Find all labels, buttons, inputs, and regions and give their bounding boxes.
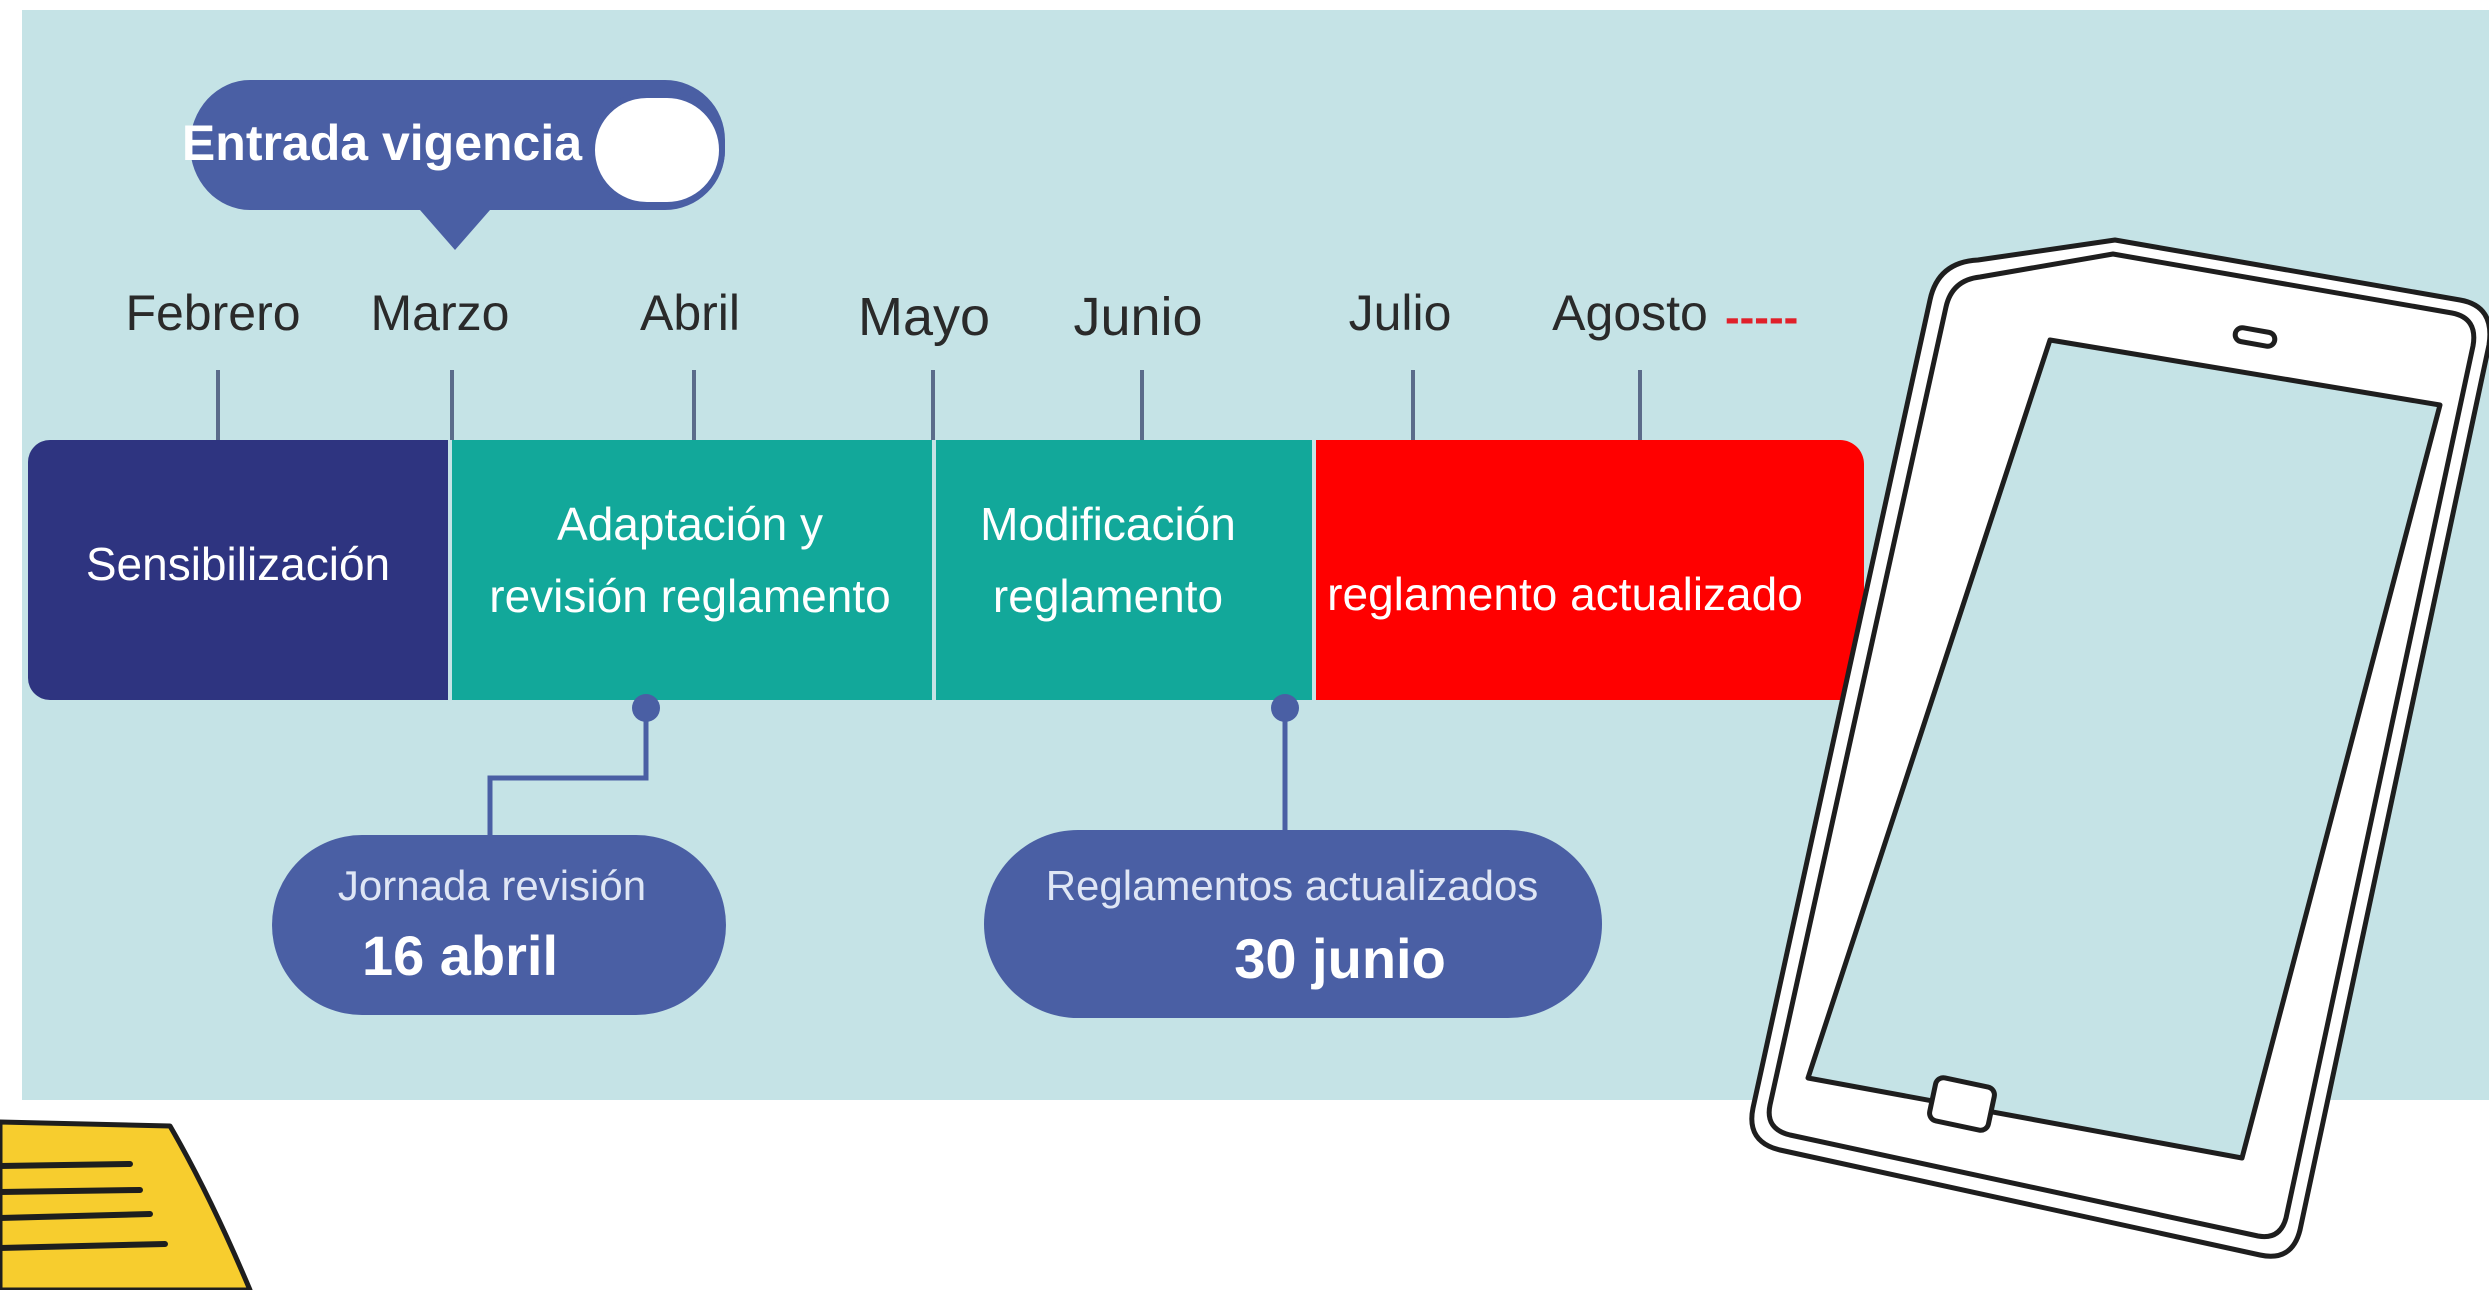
month-label: Abril	[640, 285, 740, 341]
phase-block-actualizado	[1316, 440, 1864, 700]
month-label: Mayo	[858, 287, 990, 347]
tablet-body-inner-edge	[1766, 251, 2477, 1240]
milestone-bubble: Reglamentos actualizados 30 junio	[984, 830, 1602, 1018]
entry-badge-label: Entrada vigencia	[182, 115, 583, 171]
month-label: Junio	[1073, 287, 1202, 347]
milestone-date: 30 junio	[1234, 927, 1446, 990]
milestone-line	[487, 708, 649, 840]
milestone-bubble-shape	[984, 830, 1602, 1018]
phase-label: revisión reglamento	[489, 570, 890, 622]
phase-bar: Sensibilización Adaptación y revisión re…	[28, 440, 1864, 700]
milestone-connector	[487, 694, 660, 840]
document-icon	[0, 1119, 253, 1290]
tablet-icon	[1749, 237, 2489, 1259]
phase-block-adaptacion	[452, 440, 932, 700]
document-line	[0, 1211, 153, 1221]
tablet-home-button	[1927, 1075, 1997, 1133]
milestone-date: 16 abril	[362, 924, 558, 987]
milestone-bubble-shape	[272, 835, 726, 1015]
milestone-connector	[1271, 694, 1299, 830]
document-line	[0, 1161, 133, 1169]
month-label: Agosto	[1552, 285, 1708, 341]
document-sheet	[0, 1119, 253, 1290]
phase-label: Modificación	[980, 498, 1236, 550]
document-line	[0, 1241, 168, 1251]
entry-badge: Entrada vigencia	[182, 80, 725, 250]
continuation-marker: -----	[1725, 293, 1798, 342]
phase-label: reglamento actualizado	[1327, 568, 1803, 620]
milestone-bubble: Jornada revisión 16 abril	[272, 835, 726, 1015]
milestone-caption: Jornada revisión	[338, 862, 646, 909]
phase-label: reglamento	[993, 570, 1223, 622]
month-labels: Febrero Marzo Abril Mayo Junio Julio Ago…	[125, 285, 1798, 347]
entry-badge-bubble	[190, 80, 725, 250]
entry-toggle-knob	[589, 92, 725, 208]
phase-label: Adaptación y	[557, 498, 823, 550]
document-line	[0, 1187, 143, 1195]
phase-block-modificacion	[936, 440, 1312, 700]
phase-label: Sensibilización	[86, 538, 390, 590]
month-label: Febrero	[125, 285, 300, 341]
tablet-speaker	[2232, 325, 2278, 349]
document-lines	[0, 1161, 168, 1251]
milestone-caption: Reglamentos actualizados	[1046, 862, 1539, 909]
month-label: Julio	[1349, 285, 1452, 341]
month-ticks	[216, 370, 1642, 440]
phase-block-sensibilizacion	[28, 440, 448, 700]
tablet-screen	[1805, 337, 2443, 1161]
month-label: Marzo	[371, 285, 510, 341]
